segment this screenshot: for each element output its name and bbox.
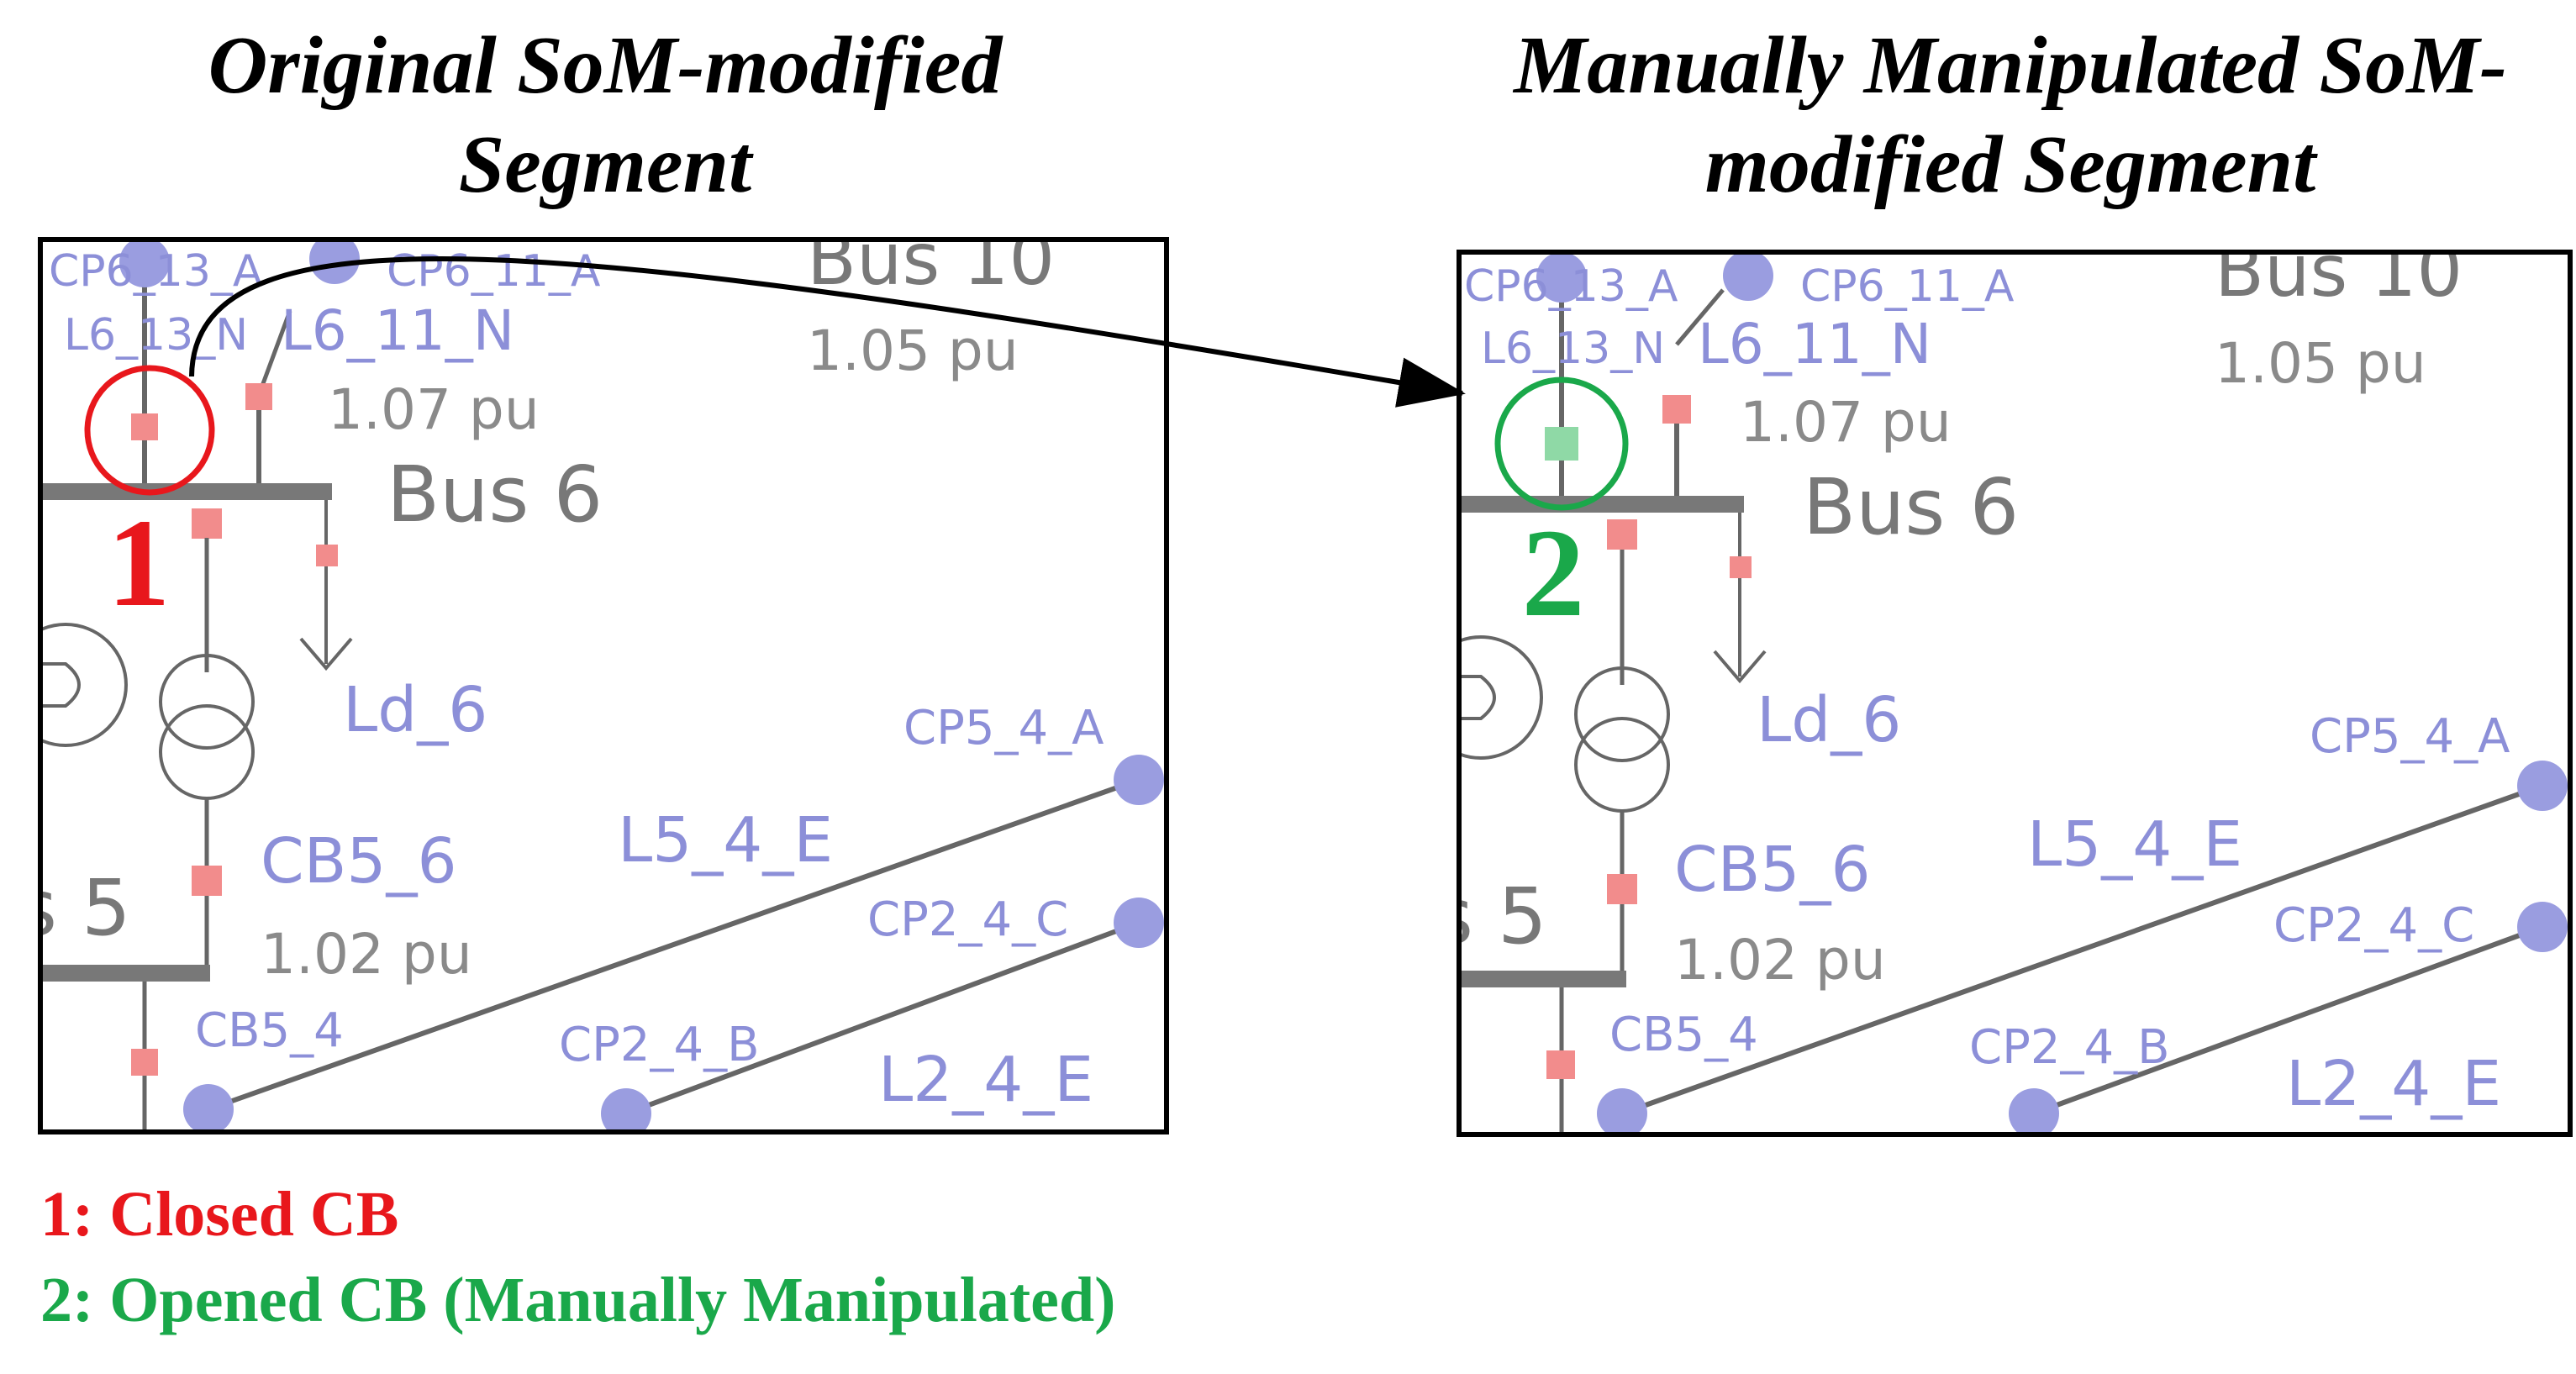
r-bus10-voltage: 1.05 pu <box>2215 331 2426 396</box>
bus5-voltage: 1.02 pu <box>261 922 472 987</box>
right-panel: Bus 10 1.05 pu CP6_13_A CP6_11_A L6_13_N… <box>1433 229 2573 1137</box>
r-label-cp2-4-c: CP2_4_C <box>2273 898 2474 953</box>
label-l2-4: L2_4_E <box>878 1044 1093 1116</box>
r-breaker-cb5-6 <box>1607 874 1637 904</box>
legend-closed-cb: 1: Closed CB <box>40 1179 398 1250</box>
node-cb5-4-end <box>183 1084 234 1132</box>
node-cp5-4-a <box>1114 755 1164 805</box>
bus5-bar <box>40 965 210 982</box>
r-bus5-voltage: 1.02 pu <box>1674 928 1886 992</box>
label-cp6-11: CP6_11_A <box>387 246 601 297</box>
node-cp6-13 <box>119 240 170 287</box>
label-cb5-4: CB5_4 <box>195 1003 344 1058</box>
r-node-cp2-4-c <box>2517 902 2568 952</box>
r-transformer-winding-2 <box>1574 717 1670 813</box>
marker-number-2: 2 <box>1522 503 1585 643</box>
r-breaker-trafo-top <box>1607 519 1637 550</box>
r-label-cp6-11: CP6_11_A <box>1800 261 2015 312</box>
left-title-line2: Segment <box>459 119 754 210</box>
breaker-l6-13-opened <box>1545 427 1578 461</box>
r-bus5-label: s 5 <box>1433 871 1547 961</box>
load-arrow-icon <box>299 637 353 671</box>
r-label-cp5-4: CP5_4_A <box>2310 709 2510 764</box>
breaker-trafo-top <box>192 508 222 539</box>
right-title-line1: Manually Manipulated SoM- <box>1512 20 2507 111</box>
transformer-winding-1 <box>159 654 255 750</box>
bus6-label: Bus 6 <box>387 450 603 540</box>
left-title-line1: Original SoM-modified <box>208 20 1004 111</box>
r-breaker-l6-11 <box>1662 395 1691 424</box>
r-node-cp2-4-b <box>2009 1088 2059 1134</box>
r-breaker-load <box>1730 556 1752 578</box>
r-label-cb5-4: CB5_4 <box>1609 1008 1758 1062</box>
r-load-arrow-icon <box>1713 650 1767 684</box>
left-panel: Bus 10 1.05 pu CP6_13_A CP6_11_A L6_13_N… <box>17 218 1169 1134</box>
r-bus5-bar <box>1459 971 1626 987</box>
left-panel-frame <box>38 237 1169 1134</box>
label-l6-13: L6_13_N <box>64 310 248 361</box>
label-cp6-13: CP6_13_A <box>49 246 263 297</box>
transition-arrow <box>189 256 1466 408</box>
closed-cb-highlight <box>84 365 215 496</box>
node-cp2-4-b <box>601 1088 651 1132</box>
node-cp2-4-c <box>1114 898 1164 948</box>
node-cp6-11 <box>309 240 360 284</box>
label-l5-4: L5_4_E <box>618 804 833 877</box>
r-node-cp6-13 <box>1536 252 1587 303</box>
r-label-cb5-6: CB5_6 <box>1674 834 1871 906</box>
generator-icon <box>40 623 128 747</box>
label-l6-11: L6_11_N <box>281 298 514 363</box>
r-label-l5-4: L5_4_E <box>2027 808 2242 881</box>
opened-cb-highlight <box>1494 376 1629 511</box>
r-generator-icon <box>1459 635 1543 760</box>
transformer-winding-2 <box>159 704 255 800</box>
right-panel-frame <box>1457 250 2573 1137</box>
r-breaker-cb5-4 <box>1546 1050 1575 1079</box>
breaker-l6-13-closed <box>131 413 158 440</box>
breaker-load <box>316 545 338 566</box>
right-title-line2: modified Segment <box>1705 119 2319 210</box>
r-bus6-label: Bus 6 <box>1803 462 2019 552</box>
r-node-cb5-4-end <box>1597 1088 1647 1134</box>
r-bus6-voltage: 1.07 pu <box>1740 390 1952 455</box>
bus5-label: s 5 <box>17 863 131 953</box>
label-cb5-6: CB5_6 <box>261 825 457 898</box>
r-node-cp5-4-a <box>2517 761 2568 811</box>
r-bus10-label: Bus 10 <box>2215 229 2463 313</box>
r-label-cp6-13: CP6_13_A <box>1464 261 1678 312</box>
bus6-bar <box>40 483 332 500</box>
label-cp5-4: CP5_4_A <box>903 701 1104 755</box>
label-ld6: Ld_6 <box>343 674 487 746</box>
label-cp2-4-b: CP2_4_B <box>559 1018 760 1072</box>
breaker-l6-11 <box>245 383 272 410</box>
r-label-l6-11: L6_11_N <box>1698 312 1931 376</box>
r-label-l6-13: L6_13_N <box>1481 324 1665 374</box>
r-label-ld6: Ld_6 <box>1757 684 1901 756</box>
bus10-voltage: 1.05 pu <box>807 318 1019 383</box>
r-transformer-winding-1 <box>1574 666 1670 762</box>
r-node-cp6-11 <box>1723 252 1773 301</box>
bus10-label: Bus 10 <box>807 218 1055 302</box>
breaker-cb5-4 <box>131 1049 158 1076</box>
r-label-cp2-4-b: CP2_4_B <box>1969 1020 2170 1075</box>
legend-opened-cb: 2: Opened CB (Manually Manipulated) <box>40 1265 1115 1335</box>
marker-number-1: 1 <box>108 493 171 633</box>
breaker-cb5-6 <box>192 866 222 896</box>
label-cp2-4-c: CP2_4_C <box>867 892 1068 947</box>
r-label-l2-4: L2_4_E <box>2286 1048 2501 1120</box>
bus6-voltage: 1.07 pu <box>328 377 540 442</box>
